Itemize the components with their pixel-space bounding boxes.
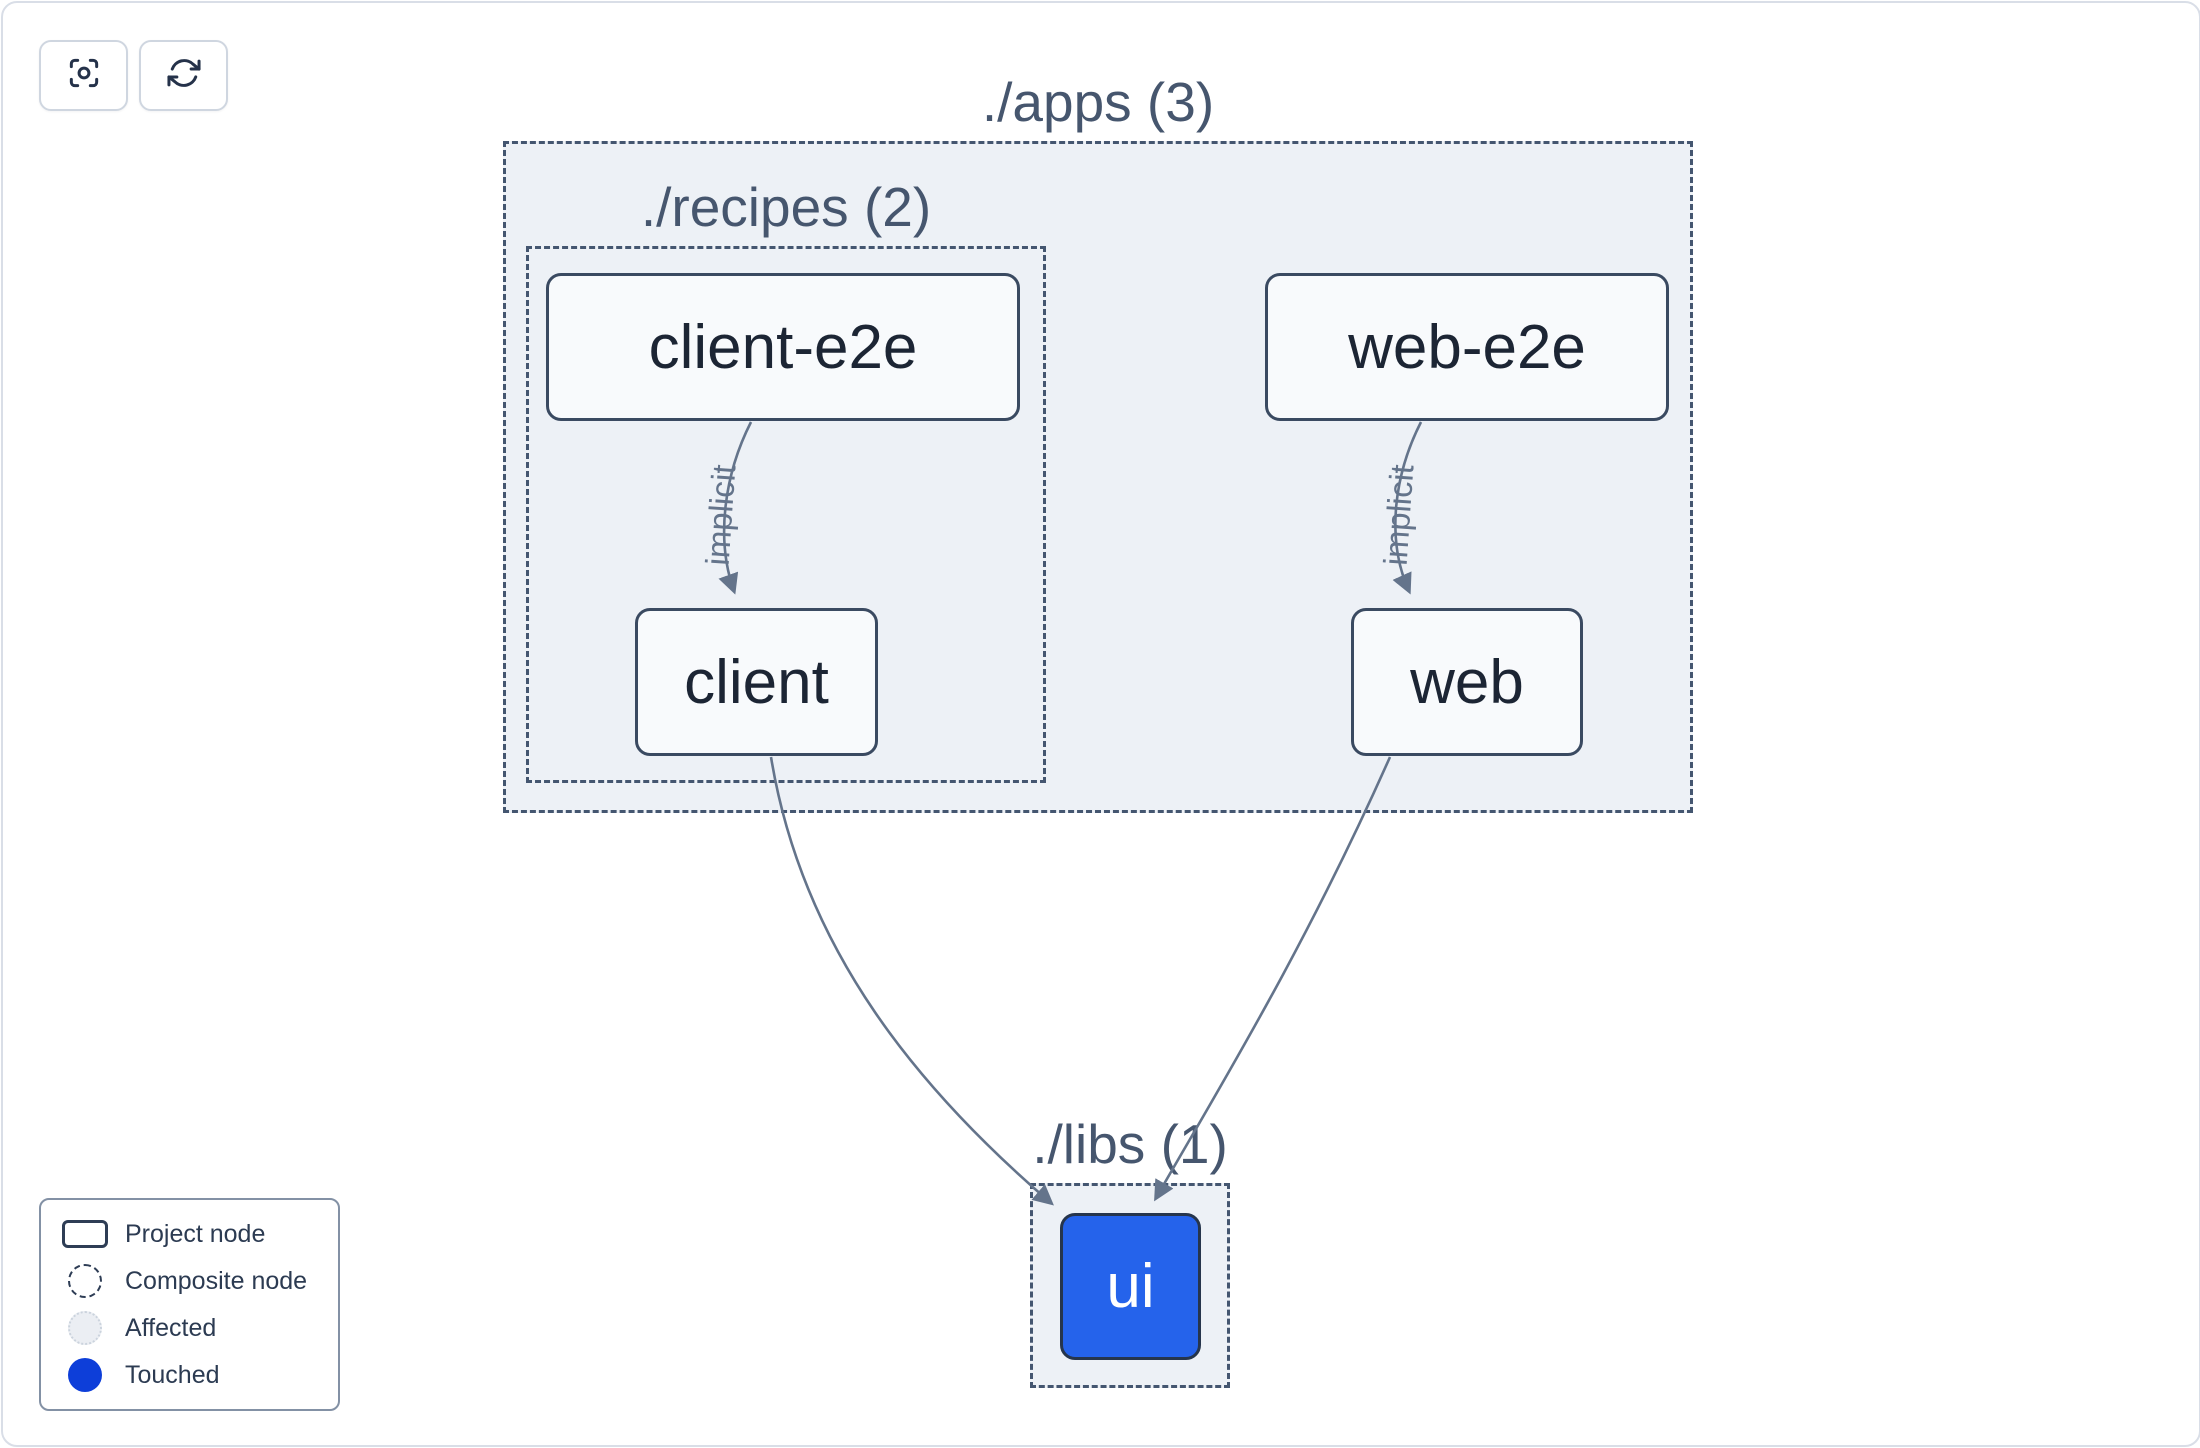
legend-item-label: Touched [125, 1360, 220, 1389]
project-node-symbol [62, 1220, 108, 1248]
project-node-web-e2e[interactable]: web-e2e [1265, 273, 1669, 421]
legend: Project node Composite node Affected Tou… [39, 1198, 340, 1411]
legend-item-project-node: Project node [59, 1212, 338, 1256]
edge-web-to-ui[interactable] [1154, 756, 1392, 1202]
composite-node-symbol [68, 1264, 102, 1298]
composite-label-libs: ./libs (1) [1032, 1113, 1228, 1175]
project-node-web[interactable]: web [1351, 608, 1583, 756]
project-node-label: web-e2e [1348, 312, 1586, 382]
edges-layer [718, 421, 1423, 1206]
affected-symbol [68, 1311, 102, 1345]
project-node-client-e2e[interactable]: client-e2e [546, 273, 1020, 421]
project-node-client[interactable]: client [635, 608, 878, 756]
edge-client-to-ui[interactable] [769, 756, 1054, 1206]
project-node-label: client-e2e [648, 312, 918, 382]
focus-icon [65, 54, 103, 97]
project-node-ui-touched[interactable]: ui [1060, 1213, 1201, 1360]
zoom-to-fit-button[interactable] [39, 40, 128, 111]
refresh-button[interactable] [139, 40, 228, 111]
edge-web-e2e-to-web[interactable] [1392, 421, 1423, 595]
legend-item-label: Composite node [125, 1266, 308, 1295]
legend-item-label: Affected [125, 1313, 217, 1342]
project-node-label: web [1410, 647, 1524, 717]
legend-item-touched: Touched [59, 1353, 338, 1397]
legend-item-label: Project node [125, 1219, 266, 1248]
project-node-label: ui [1106, 1252, 1155, 1321]
legend-item-composite-node: Composite node [59, 1259, 338, 1303]
refresh-icon [165, 54, 203, 97]
composite-label-apps: ./apps (3) [981, 71, 1215, 133]
project-node-label: client [684, 647, 829, 717]
legend-item-affected: Affected [59, 1306, 338, 1350]
edge-client-e2e-to-client[interactable] [718, 421, 753, 595]
touched-symbol [68, 1358, 102, 1392]
